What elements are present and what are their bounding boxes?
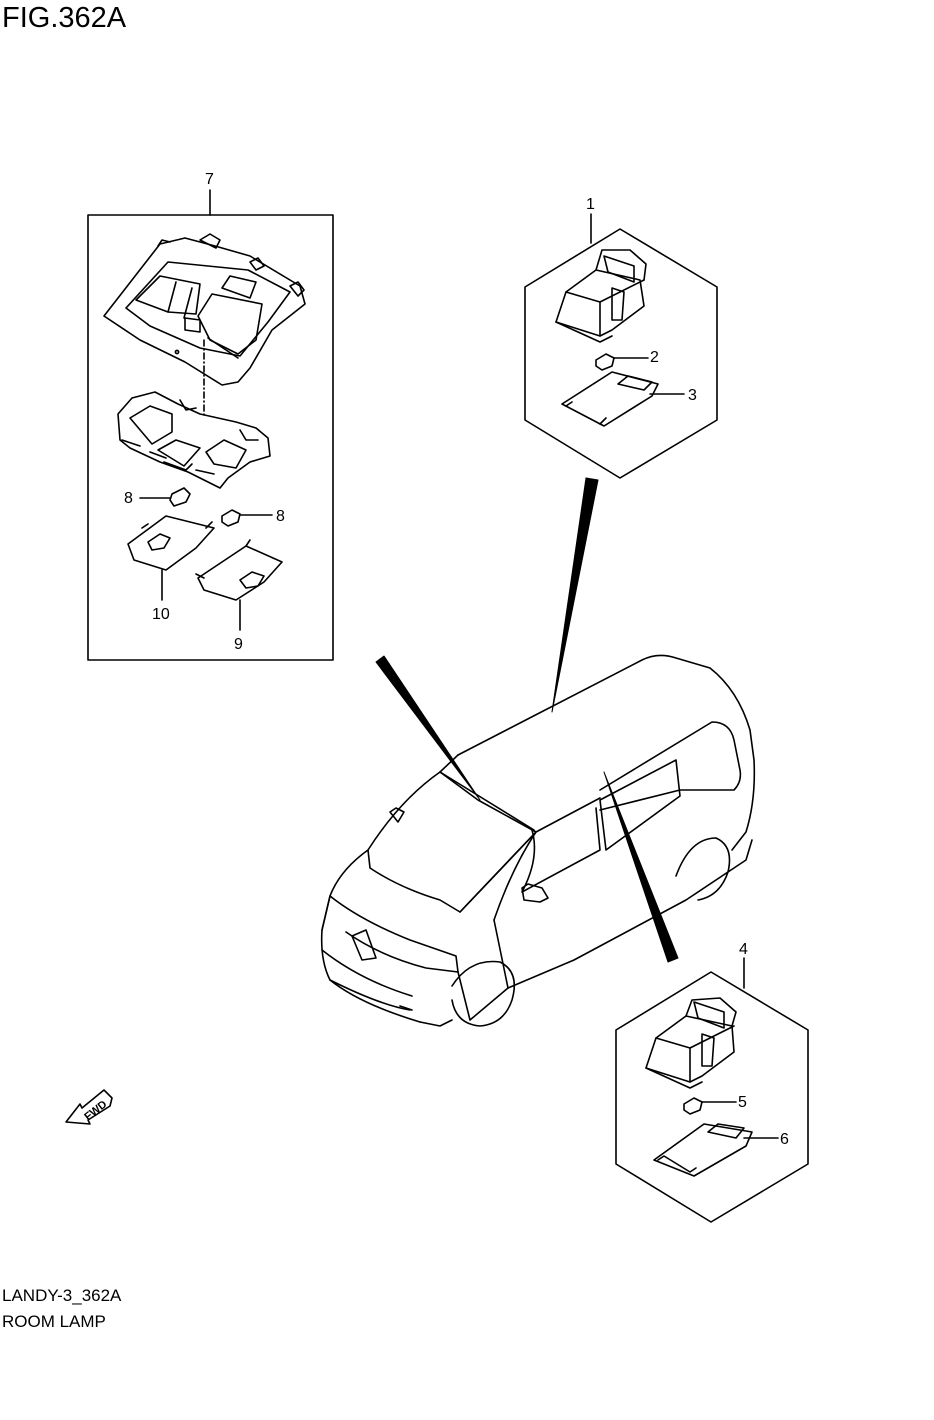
roof-lamp-housing [103, 233, 306, 416]
assembly-box-1 [524, 213, 718, 479]
lens-3 [561, 371, 685, 427]
bulb-5 [683, 1097, 737, 1115]
callout-10: 10 [152, 606, 170, 623]
callout-1: 1 [586, 196, 595, 213]
pointer-to-box-4 [603, 771, 679, 963]
callout-4: 4 [739, 941, 748, 958]
figure-name: ROOM LAMP [2, 1312, 106, 1331]
callout-6: 6 [780, 1131, 789, 1148]
lamp-assembly-1 [555, 249, 647, 343]
callout-2: 2 [650, 349, 659, 366]
callout-9: 9 [234, 636, 243, 653]
callout-8-left: 8 [124, 490, 133, 507]
bulb-2 [595, 353, 649, 371]
callout-5: 5 [738, 1094, 747, 1111]
callout-3: 3 [688, 387, 697, 404]
pointer-to-box-7 [375, 655, 481, 801]
vehicle-outline [320, 654, 756, 1027]
bulb-8-left [139, 487, 191, 507]
roof-lamp-base [117, 391, 271, 489]
figure-code: LANDY-3_362A [2, 1286, 122, 1305]
lens-6 [653, 1123, 779, 1177]
assembly-box-4 [615, 957, 809, 1223]
lamp-assembly-4 [645, 997, 737, 1089]
lens-9 [195, 539, 283, 631]
pointer-to-box-1 [551, 477, 599, 713]
callout-8-right: 8 [276, 508, 285, 525]
bulb-8-right [221, 509, 273, 527]
assembly-box-7 [87, 189, 334, 661]
figure-title: FIG.362A [2, 2, 127, 34]
callout-7: 7 [205, 171, 214, 188]
fwd-arrow: FWD [65, 1089, 113, 1125]
lens-10 [127, 515, 215, 601]
